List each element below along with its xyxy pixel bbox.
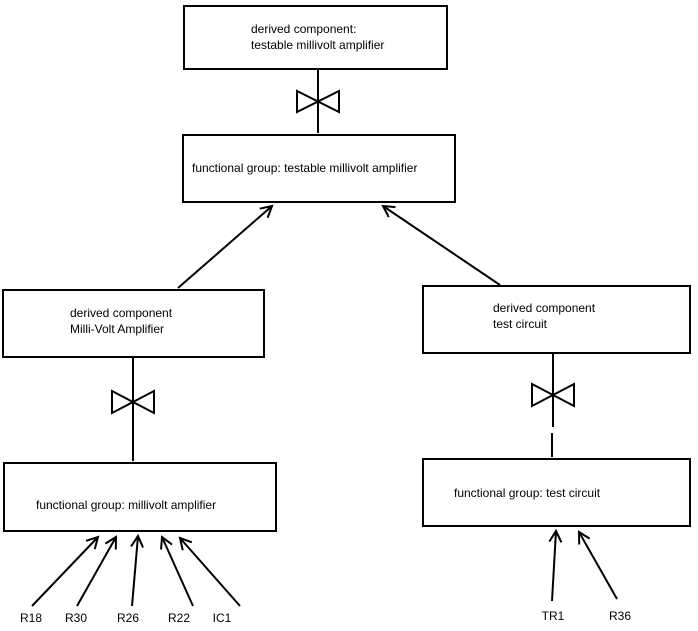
- component-label-r26: R26: [116, 611, 140, 625]
- edge-r36-arrow: [577, 530, 618, 600]
- node-label-line: functional group: test circuit: [454, 486, 601, 500]
- node-label-line: test circuit: [493, 317, 548, 331]
- node-label-line: functional group: testable millivolt amp…: [192, 161, 418, 175]
- component-label-r18: R18: [19, 611, 43, 625]
- component-label-tr1: TR1: [541, 609, 565, 623]
- node-label-line: functional group: millivolt amplifier: [36, 498, 217, 512]
- edge-r30-arrow: [76, 535, 118, 607]
- edge-left-derived-to-top-functional-arrow: [177, 204, 274, 289]
- component-label-r30: R30: [64, 611, 88, 625]
- component-label-r22: R22: [167, 611, 191, 625]
- node-derived-component-milli-volt-amplifier: derived component Milli-Volt Amplifier: [2, 289, 265, 358]
- node-functional-group-millivolt-amplifier: functional group: millivolt amplifier: [3, 462, 277, 532]
- bowtie-valve-icon-right: [531, 382, 575, 408]
- node-functional-group-test-circuit: functional group: test circuit: [422, 458, 691, 527]
- node-functional-group-testable-millivolt-amplifier: functional group: testable millivolt amp…: [182, 134, 456, 203]
- bowtie-valve-icon-left: [111, 389, 155, 415]
- node-label-line: derived component: [493, 301, 596, 315]
- node-label-line: testable millivolt amplifier: [251, 38, 385, 52]
- edge-r26-arrow: [130, 533, 144, 607]
- edge-tr1-arrow: [548, 528, 563, 602]
- edge-r18-arrow: [31, 535, 100, 607]
- edge-right-derived-to-top-functional-arrow: [381, 204, 501, 286]
- component-label-r36: R36: [608, 609, 632, 623]
- node-label-line: derived component: [70, 306, 173, 320]
- node-label-line: Milli-Volt Amplifier: [70, 322, 165, 336]
- component-label-ic1: IC1: [212, 611, 232, 625]
- node-derived-component-test-circuit: derived component test circuit: [422, 285, 691, 354]
- edge-r22-arrow: [160, 535, 194, 607]
- node-label-line: derived component:: [251, 22, 357, 36]
- node-derived-component-testable-millivolt-amplifier: derived component: testable millivolt am…: [183, 5, 448, 70]
- bowtie-valve-icon-top: [296, 89, 340, 114]
- edge-ic1-arrow: [178, 536, 241, 607]
